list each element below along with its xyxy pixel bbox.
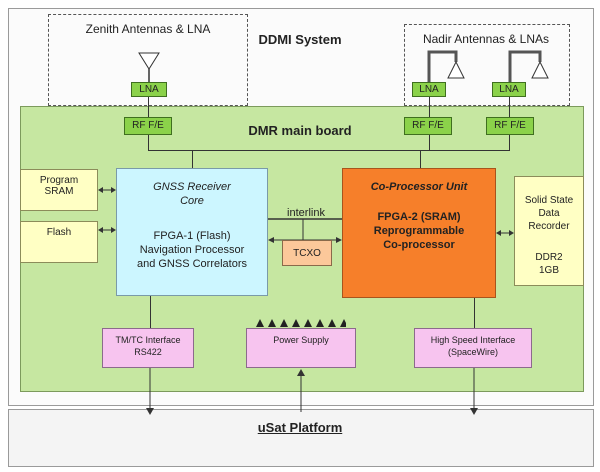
rf-frontend-1: RF F/E	[124, 117, 172, 135]
connector	[420, 150, 421, 168]
connector	[148, 135, 149, 150]
tmtc-label: TM/TC Interface RS422	[115, 335, 181, 357]
gnss-core-title: GNSS Receiver Core	[153, 181, 231, 207]
ssr-label: Solid State Data Recorder	[524, 195, 574, 232]
power-label: Power Supply	[273, 335, 329, 345]
program-sram-block: Program SRAM	[20, 169, 98, 211]
gnss-receiver-core	[116, 168, 268, 296]
nadir-lna-1-box: LNA	[412, 82, 446, 97]
diagram-title: DDMI System	[258, 32, 342, 47]
coproc-body: FPGA-2 (SRAM) Reprogrammable Co-processo…	[373, 211, 465, 251]
board-title: DMR main board	[248, 123, 352, 138]
solid-state-recorder	[514, 176, 584, 286]
power-arrows	[256, 319, 346, 327]
connector	[150, 296, 151, 328]
platform-label: uSat Platform	[257, 420, 343, 435]
gnss-core-body: FPGA-1 (Flash) Navigation Processor and …	[136, 230, 248, 270]
connector	[429, 97, 430, 117]
connector	[509, 97, 510, 117]
tcxo-block: TCXO	[282, 240, 332, 266]
flash-block: Flash	[20, 221, 98, 263]
hs-label: High Speed Interface (SpaceWire)	[430, 335, 516, 357]
program-sram-label: Program SRAM	[39, 175, 79, 197]
nadir-group-label: Nadir Antennas & LNAs	[422, 32, 550, 46]
tmtc-interface: TM/TC Interface RS422	[102, 328, 194, 368]
interlink-label: interlink	[287, 207, 325, 219]
zenith-antenna-icon	[138, 52, 160, 82]
tcxo-label: TCXO	[293, 248, 321, 259]
memory-connectors	[98, 187, 116, 233]
nadir-antenna-icons	[427, 50, 549, 83]
connector	[474, 298, 475, 328]
nadir-lna-2-box: LNA	[492, 82, 526, 97]
platform-connectors	[146, 368, 478, 415]
rf-frontend-3: RF F/E	[486, 117, 534, 135]
rf-bus-line	[148, 150, 510, 151]
connector	[192, 150, 193, 168]
high-speed-interface: High Speed Interface (SpaceWire)	[414, 328, 532, 368]
connector	[429, 135, 430, 150]
nadir-antenna-group	[404, 24, 570, 106]
zenith-group-label: Zenith Antennas & LNA	[85, 22, 211, 36]
connector	[509, 135, 510, 150]
connector	[148, 97, 149, 117]
ssr-capacity: DDR2 1GB	[535, 252, 563, 276]
rf-frontend-2: RF F/E	[404, 117, 452, 135]
co-processor-unit	[342, 168, 496, 298]
zenith-lna-box: LNA	[131, 82, 167, 97]
ssr-connector	[496, 230, 514, 236]
flash-label: Flash	[46, 227, 72, 238]
coproc-title: Co-Processor Unit	[370, 181, 468, 193]
usat-platform-block	[8, 409, 594, 467]
power-supply: Power Supply	[246, 328, 356, 368]
